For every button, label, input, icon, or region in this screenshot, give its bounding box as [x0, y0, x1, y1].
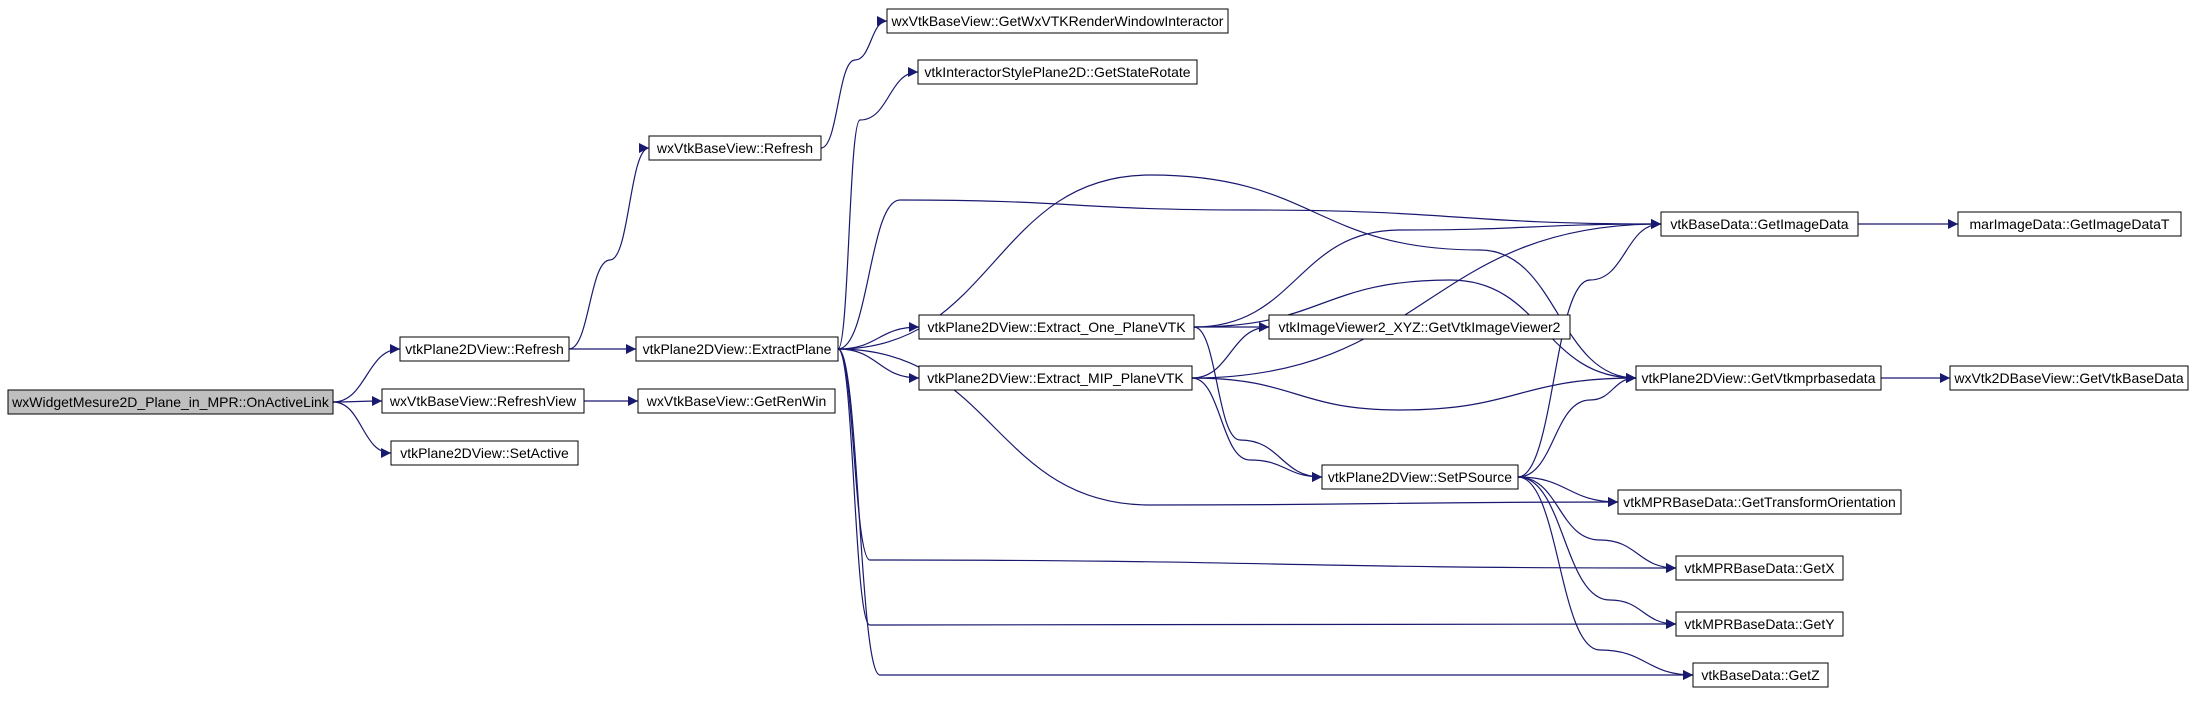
- edge-p2d_extract_mip-to-p2d_setpsource: [1191, 377, 1323, 482]
- edge-p2d_setpsource-to-mpr_gettransform: [1517, 476, 1619, 507]
- edge-root-to-p2d_setactive: [332, 401, 392, 458]
- node-box: [637, 388, 836, 414]
- node-box: [917, 59, 1198, 85]
- node-p2d-setpsource[interactable]: vtkPlane2DView::SetPSource: [1321, 464, 1519, 490]
- node-box: [1957, 211, 2182, 237]
- edge-p2d_setpsource-to-mpr_gety: [1517, 476, 1677, 629]
- node-bd-getimagedata[interactable]: vtkBaseData::GetImageData: [1660, 211, 1859, 237]
- node-p2d-refresh[interactable]: vtkPlane2DView::Refresh: [399, 336, 570, 362]
- node-label: vtkPlane2DView::ExtractPlane: [643, 341, 832, 357]
- node-mpr-getx[interactable]: vtkMPRBaseData::GetX: [1675, 555, 1844, 581]
- node-label: vtkPlane2DView::Refresh: [405, 341, 563, 357]
- node-wxb-getinteractor[interactable]: wxVtkBaseView::GetWxVTKRenderWindowInter…: [886, 8, 1229, 34]
- node-box: [1617, 489, 1902, 515]
- node-box: [1949, 365, 2189, 391]
- node-p2d-extract-mip[interactable]: vtkPlane2DView::Extract_MIP_PlaneVTK: [918, 365, 1193, 391]
- node-label: vtkMPRBaseData::GetTransformOrientation: [1623, 494, 1896, 510]
- node-box: [635, 336, 839, 362]
- node-box: [1692, 662, 1829, 688]
- edge-p2d_extract_one-to-p2d_setpsource: [1193, 326, 1323, 482]
- edge-p2d_extractplane-to-bd_getimagedata: [837, 199, 1662, 350]
- node-box: [886, 8, 1229, 34]
- node-label: vtkPlane2DView::Extract_One_PlaneVTK: [927, 319, 1186, 335]
- node-label: wxVtkBaseView::GetWxVTKRenderWindowInter…: [891, 13, 1224, 29]
- edge-p2d_setpsource-to-mpr_getx: [1517, 476, 1677, 573]
- node-label: vtkBaseData::GetZ: [1701, 667, 1820, 683]
- edge-p2d_extractplane-to-mpr_getx: [837, 348, 1677, 573]
- node-wxb-refresh[interactable]: wxVtkBaseView::Refresh: [648, 135, 822, 161]
- node-wxb-getrenwin[interactable]: wxVtkBaseView::GetRenWin: [637, 388, 836, 414]
- node-label: vtkMPRBaseData::GetX: [1684, 560, 1835, 576]
- node-p2d-setactive[interactable]: vtkPlane2DView::SetActive: [390, 440, 579, 466]
- edge-p2d_extractplane-to-mpr_gety: [837, 348, 1677, 630]
- edge-p2d_extract_mip-to-bd_getimagedata: [1191, 219, 1662, 379]
- node-label: vtkPlane2DView::SetActive: [400, 445, 569, 461]
- node-p2d-getmprbasedata[interactable]: vtkPlane2DView::GetVtkmprbasedata: [1635, 365, 1882, 391]
- edge-p2d_extract_one-to-bd_getimagedata: [1193, 219, 1662, 328]
- node-box: [1635, 365, 1882, 391]
- node-label: vtkPlane2DView::Extract_MIP_PlaneVTK: [927, 370, 1184, 386]
- node-box: [1321, 464, 1519, 490]
- node-box: [1675, 611, 1844, 637]
- node-box: [399, 336, 570, 362]
- node-label: wxVtkBaseView::GetRenWin: [646, 393, 826, 409]
- edge-p2d_extractplane-to-p2d_getmprbasedata: [837, 174, 1637, 383]
- node-box: [918, 314, 1195, 340]
- node-p2d-extractplane[interactable]: vtkPlane2DView::ExtractPlane: [635, 336, 839, 362]
- node-label: wxVtkBaseView::Refresh: [656, 140, 813, 156]
- edge-p2d_extractplane-to-bd_getz: [837, 348, 1693, 680]
- node-mar-getimagedatat[interactable]: marImageData::GetImageDataT: [1957, 211, 2182, 237]
- edge-p2d_refresh-to-wxb_refresh: [568, 143, 650, 350]
- node-mpr-gettransform[interactable]: vtkMPRBaseData::GetTransformOrientation: [1617, 489, 1902, 515]
- edge-p2d_setpsource-to-bd_getz: [1517, 476, 1694, 680]
- edge-p2d_setpsource-to-p2d_getmprbasedata: [1517, 373, 1637, 478]
- node-label: vtkImageViewer2_XYZ::GetVtkImageViewer2: [1279, 319, 1561, 335]
- node-box: [390, 440, 579, 466]
- node-wx2d-getbasedata[interactable]: wxVtk2DBaseView::GetVtkBaseData: [1949, 365, 2189, 391]
- edge-layer: [332, 16, 1958, 680]
- node-box: [1675, 555, 1844, 581]
- node-label: vtkMPRBaseData::GetY: [1684, 616, 1835, 632]
- node-isp-getstaterotate[interactable]: vtkInteractorStylePlane2D::GetStateRotat…: [917, 59, 1198, 85]
- edge-root-to-wxb_refreshview: [332, 396, 383, 407]
- node-p2d-extract-one[interactable]: vtkPlane2DView::Extract_One_PlaneVTK: [918, 314, 1195, 340]
- edge-p2d_extractplane-to-p2d_extract_one: [837, 322, 920, 350]
- node-layer: wxWidgetMesure2D_Plane_in_MPR::OnActiveL…: [7, 8, 2189, 688]
- node-label: wxWidgetMesure2D_Plane_in_MPR::OnActiveL…: [11, 394, 330, 410]
- node-label: vtkPlane2DView::SetPSource: [1328, 469, 1512, 485]
- edge-p2d_extract_mip-to-p2d_getmprbasedata: [1191, 373, 1637, 411]
- node-label: vtkPlane2DView::GetVtkmprbasedata: [1642, 370, 1876, 386]
- node-box: [918, 365, 1193, 391]
- node-box: [7, 389, 334, 415]
- node-root[interactable]: wxWidgetMesure2D_Plane_in_MPR::OnActiveL…: [7, 389, 334, 415]
- node-box: [1268, 314, 1571, 340]
- edge-p2d_setpsource-to-bd_getimagedata: [1517, 219, 1662, 478]
- node-bd-getz[interactable]: vtkBaseData::GetZ: [1692, 662, 1829, 688]
- node-box: [381, 388, 585, 414]
- node-box: [1660, 211, 1859, 237]
- node-label: wxVtkBaseView::RefreshView: [389, 393, 577, 409]
- node-label: marImageData::GetImageDataT: [1970, 216, 2170, 232]
- edge-p2d_extractplane-to-isp_getstaterotate: [837, 67, 919, 350]
- edge-p2d_extractplane-to-p2d_extract_mip: [837, 348, 920, 383]
- edge-wxb_refresh-to-wxb_getinteractor: [820, 16, 888, 149]
- node-wxb-refreshview[interactable]: wxVtkBaseView::RefreshView: [381, 388, 585, 414]
- node-mpr-gety[interactable]: vtkMPRBaseData::GetY: [1675, 611, 1844, 637]
- node-box: [648, 135, 822, 161]
- edge-p2d_extract_mip-to-iv2_getviewer: [1191, 322, 1270, 379]
- node-label: vtkInteractorStylePlane2D::GetStateRotat…: [924, 64, 1190, 80]
- node-iv2-getviewer[interactable]: vtkImageViewer2_XYZ::GetVtkImageViewer2: [1268, 314, 1571, 340]
- node-label: wxVtk2DBaseView::GetVtkBaseData: [1953, 370, 2184, 386]
- node-label: vtkBaseData::GetImageData: [1670, 216, 1848, 232]
- edge-root-to-p2d_refresh: [332, 344, 401, 403]
